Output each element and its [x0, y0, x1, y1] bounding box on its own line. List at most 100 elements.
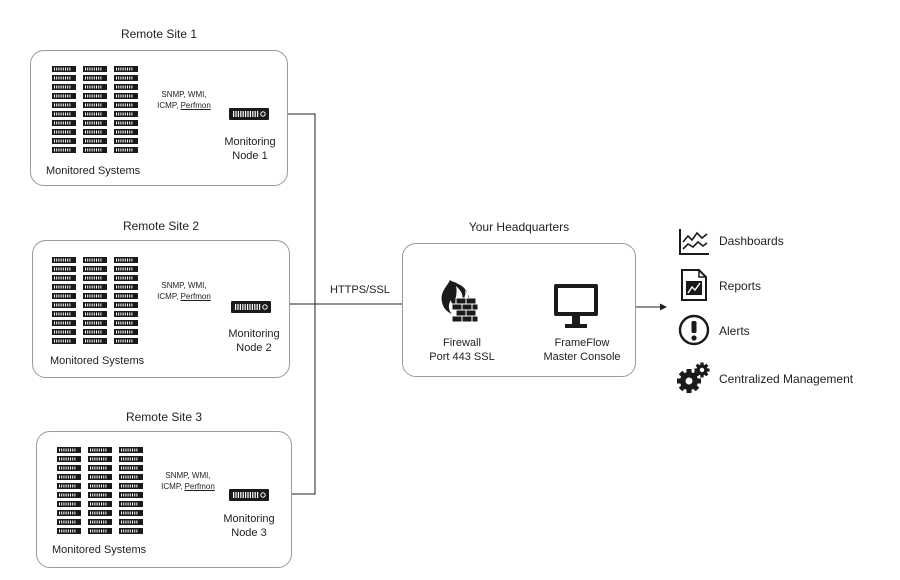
site2-monitored-label: Monitored Systems	[50, 355, 145, 367]
server-unit-icon	[119, 447, 143, 453]
server-unit-icon	[52, 338, 76, 344]
server-unit-icon	[83, 311, 107, 317]
feature-centralized-management: Centralized Management	[719, 372, 854, 386]
hq-title: Your Headquarters	[468, 220, 570, 234]
server-unit-icon	[52, 302, 76, 308]
server-unit-icon	[119, 474, 143, 480]
server-unit-icon	[114, 102, 138, 108]
server-unit-icon	[83, 75, 107, 81]
server-unit-icon	[52, 275, 76, 281]
server-unit-icon	[119, 501, 143, 507]
server-unit-icon	[114, 275, 138, 281]
server-unit-icon	[83, 275, 107, 281]
site1-protocols-prefix: ICMP,	[157, 101, 181, 110]
dashboard-chart-icon	[679, 229, 709, 255]
server-unit-icon	[83, 66, 107, 72]
server-unit-icon	[52, 75, 76, 81]
server-unit-icon	[52, 102, 76, 108]
server-unit-icon	[52, 66, 76, 72]
server-unit-icon	[114, 129, 138, 135]
link-protocol-label: HTTPS/SSL	[330, 284, 390, 296]
site3-monitored-label: Monitored Systems	[52, 544, 147, 556]
firewall-icon	[441, 280, 479, 323]
console-label-line1: FrameFlow	[554, 337, 610, 349]
server-unit-icon	[83, 111, 107, 117]
server-unit-icon	[88, 510, 112, 516]
report-document-icon	[681, 269, 707, 301]
server-unit-icon	[88, 492, 112, 498]
site2-node-line2: Node 2	[236, 342, 272, 354]
server-unit-icon	[57, 528, 81, 534]
server-unit-icon	[114, 266, 138, 272]
site1-protocols: SNMP, WMI, ICMP, Perfmon	[148, 89, 220, 111]
site3-protocols-perfmon: Perfmon	[184, 482, 215, 491]
server-unit-icon	[88, 528, 112, 534]
server-unit-icon	[83, 266, 107, 272]
site2-node-line1: Monitoring	[228, 328, 280, 340]
server-unit-icon	[52, 129, 76, 135]
site1-protocols-perfmon: Perfmon	[180, 101, 211, 110]
server-unit-icon	[114, 111, 138, 117]
server-unit-icon	[83, 338, 107, 344]
site3-monitoring-node-icon	[229, 489, 269, 501]
site1-title: Remote Site 1	[120, 27, 198, 41]
server-unit-icon	[119, 483, 143, 489]
server-unit-icon	[57, 492, 81, 498]
gears-icon	[677, 362, 710, 393]
server-unit-icon	[83, 129, 107, 135]
server-unit-icon	[114, 138, 138, 144]
site1-node-line1: Monitoring	[224, 136, 276, 148]
server-unit-icon	[114, 302, 138, 308]
server-unit-icon	[114, 293, 138, 299]
site1-node-line2: Node 1	[232, 150, 268, 162]
site2-protocols: SNMP, WMI, ICMP, Perfmon	[148, 280, 220, 302]
site1-server-rack-icon	[52, 66, 138, 153]
server-unit-icon	[52, 266, 76, 272]
server-unit-icon	[119, 456, 143, 462]
server-unit-icon	[114, 84, 138, 90]
server-unit-icon	[114, 66, 138, 72]
server-unit-icon	[119, 510, 143, 516]
server-unit-icon	[52, 320, 76, 326]
server-unit-icon	[88, 456, 112, 462]
server-unit-icon	[114, 329, 138, 335]
console-label: FrameFlow Master Console	[536, 336, 628, 364]
server-unit-icon	[83, 293, 107, 299]
site2-protocols-prefix: ICMP,	[157, 292, 181, 301]
server-unit-icon	[57, 456, 81, 462]
site2-monitoring-node-icon	[231, 301, 271, 313]
server-unit-icon	[57, 474, 81, 480]
site1-monitoring-node-icon	[229, 108, 269, 120]
server-unit-icon	[52, 284, 76, 290]
server-unit-icon	[52, 329, 76, 335]
server-unit-icon	[88, 501, 112, 507]
site2-node-label: Monitoring Node 2	[219, 327, 289, 355]
server-unit-icon	[119, 492, 143, 498]
server-unit-icon	[57, 519, 81, 525]
server-unit-icon	[114, 338, 138, 344]
server-unit-icon	[88, 519, 112, 525]
server-unit-icon	[88, 465, 112, 471]
server-unit-icon	[83, 302, 107, 308]
site1-protocols-line1: SNMP, WMI,	[161, 90, 207, 99]
site1-node-label: Monitoring Node 1	[215, 135, 285, 163]
server-unit-icon	[52, 138, 76, 144]
master-console-monitor-icon	[554, 284, 598, 328]
server-unit-icon	[52, 120, 76, 126]
server-unit-icon	[83, 329, 107, 335]
server-unit-icon	[57, 510, 81, 516]
firewall-label: Firewall Port 443 SSL	[418, 336, 506, 364]
site3-protocols-line1: SNMP, WMI,	[165, 471, 211, 480]
site2-protocols-line1: SNMP, WMI,	[161, 281, 207, 290]
site2-server-rack-icon	[52, 257, 138, 344]
server-unit-icon	[119, 528, 143, 534]
server-unit-icon	[57, 465, 81, 471]
server-unit-icon	[83, 102, 107, 108]
server-unit-icon	[114, 284, 138, 290]
firewall-label-line2: Port 443 SSL	[429, 351, 495, 363]
site3-node-line2: Node 3	[231, 527, 267, 539]
server-unit-icon	[83, 93, 107, 99]
server-unit-icon	[88, 474, 112, 480]
site3-node-line1: Monitoring	[223, 513, 275, 525]
site3-protocols: SNMP, WMI, ICMP, Perfmon	[152, 470, 224, 492]
